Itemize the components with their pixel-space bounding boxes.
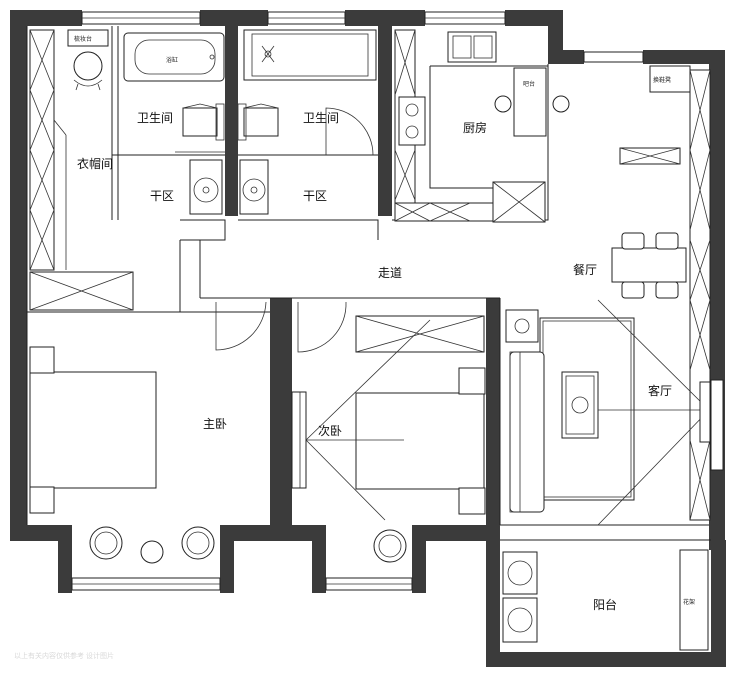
bathtub-label: 浴缸 xyxy=(166,56,178,64)
shoe-cabinet-label: 换鞋凳 xyxy=(653,76,671,84)
room-label-master-bedroom: 主卧 xyxy=(203,417,227,431)
partitions xyxy=(26,26,711,541)
room-label-living-room: 客厅 xyxy=(648,383,672,398)
room-label-second-bedroom: 次卧 xyxy=(318,424,342,438)
bathroom-right-fixtures xyxy=(237,29,377,215)
room-labels: 衣帽间 卫生间 卫生间 干区 干区 厨房 走道 餐厅 主卧 次卧 客厅 阳台 xyxy=(77,111,672,612)
room-label-bathroom-left: 卫生间 xyxy=(137,111,173,125)
vanity-label: 梳妆台 xyxy=(74,35,92,43)
master-bedroom-furniture xyxy=(29,301,267,564)
bar-counter-label: 吧台 xyxy=(523,80,535,88)
flower-rack-label: 花架 xyxy=(683,598,695,606)
vanity-table: 梳妆台 xyxy=(67,29,109,91)
room-label-cloakroom: 衣帽间 xyxy=(77,156,113,171)
living-room-furniture xyxy=(505,299,711,526)
bathroom-left-fixtures: 浴缸 xyxy=(123,32,225,215)
balcony-fixtures: 花架 xyxy=(502,549,709,651)
room-label-bathroom-right: 卫生间 xyxy=(303,111,339,125)
room-label-dining: 餐厅 xyxy=(573,262,597,277)
kitchen-fixtures: 吧台 xyxy=(394,29,570,223)
room-label-dry-left: 干区 xyxy=(150,189,174,203)
windows xyxy=(71,11,724,591)
room-label-corridor: 走道 xyxy=(378,266,402,280)
second-bedroom-furniture xyxy=(291,301,486,563)
room-label-balcony: 阳台 xyxy=(593,597,617,612)
watermark: 以上有关内容仅供参考 设计图片 xyxy=(14,651,114,660)
walls xyxy=(10,10,726,667)
dining-set: 换鞋凳 xyxy=(611,65,711,521)
wardrobe-cabinets xyxy=(29,29,134,311)
room-label-kitchen: 厨房 xyxy=(463,120,487,135)
room-label-dry-right: 干区 xyxy=(303,189,327,203)
